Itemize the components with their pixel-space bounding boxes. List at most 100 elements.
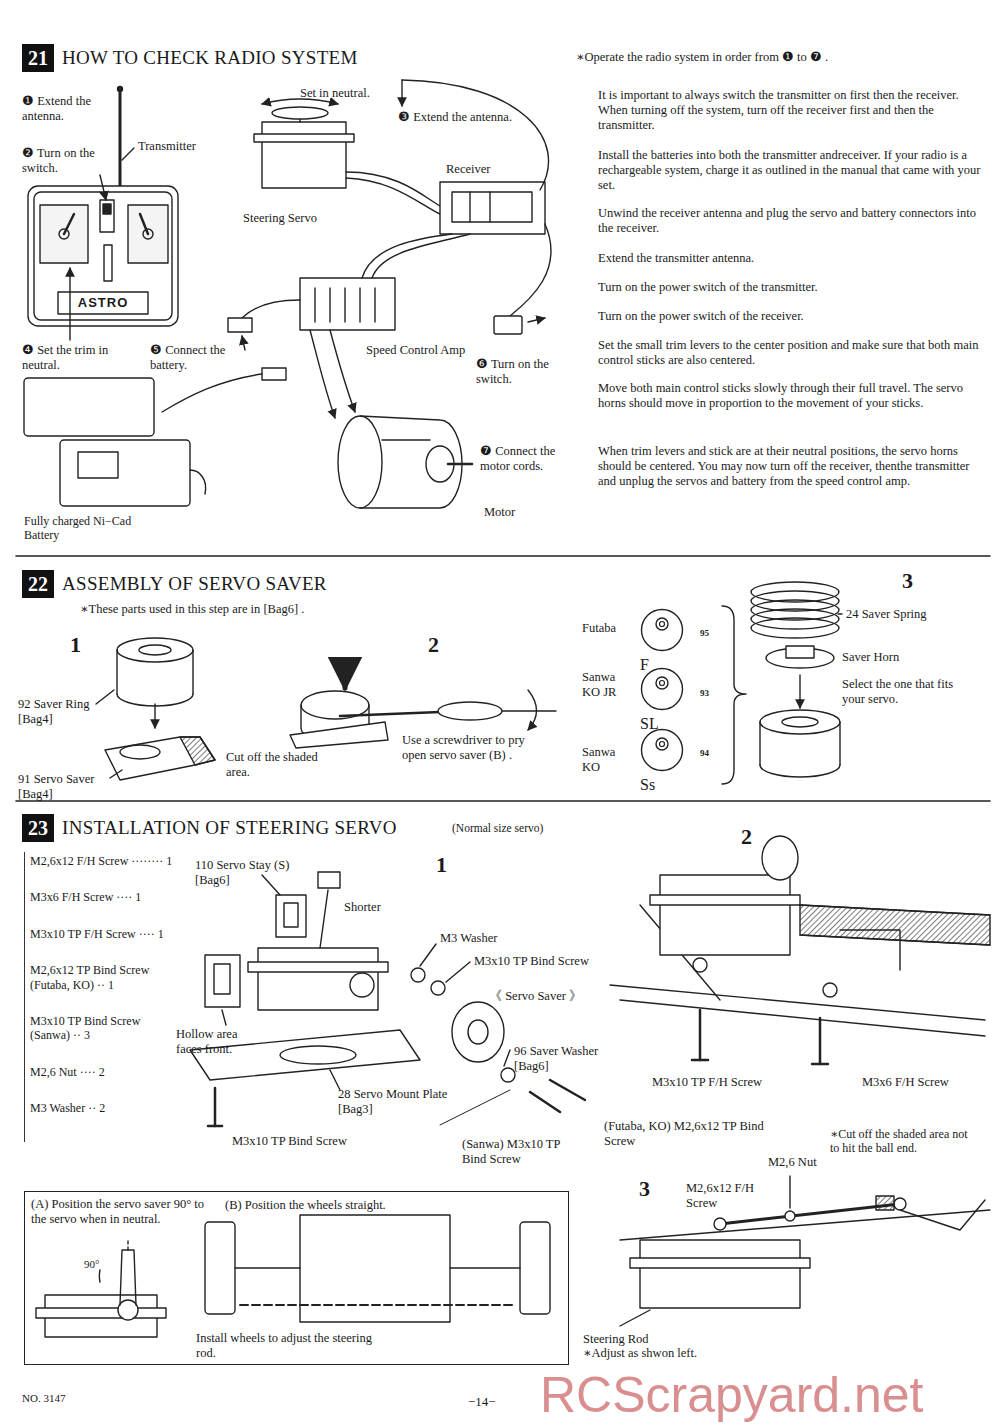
line-art <box>751 600 839 620</box>
step-number: 21 <box>22 44 54 72</box>
line-art <box>823 983 837 997</box>
paragraph: It is important to always switch the tra… <box>598 88 983 132</box>
line-art <box>760 765 840 777</box>
line-art <box>501 1068 515 1082</box>
line-art <box>222 1010 226 1025</box>
line-art <box>620 1000 985 1036</box>
line-art <box>785 1211 795 1221</box>
line-art <box>242 336 245 350</box>
note: ∗These parts used in this step are in [B… <box>80 602 460 617</box>
step-label: ❹ Set the trim in neutral. <box>22 343 132 373</box>
line-art <box>528 318 545 322</box>
part-label: 91 Servo Saver [Bag4] <box>18 772 108 802</box>
line-art <box>228 318 252 332</box>
line-art <box>64 214 74 234</box>
line-art <box>116 650 117 694</box>
line-art <box>190 470 206 494</box>
part-label: 24 Saver Spring <box>846 607 976 622</box>
line-art <box>36 1308 166 1318</box>
line-art <box>120 1250 136 1305</box>
battery-drawing <box>24 378 206 506</box>
part-label: M2,6x12 F/H Screw <box>686 1181 776 1211</box>
part-entry: M3 Washer ·· 2 <box>30 1101 182 1115</box>
line-art <box>620 1310 650 1326</box>
step-label: ❺ Connect the battery. <box>150 343 250 373</box>
step-label: ❶ Extend the antenna. <box>22 94 114 124</box>
line-art <box>382 439 430 440</box>
paragraph: Extend the transmitter antenna. <box>598 251 983 266</box>
callout-number: 3 <box>902 570 922 592</box>
brand-label: Futaba <box>582 621 637 636</box>
part-label: 92 Saver Ring [Bag4] <box>18 697 93 727</box>
servo-type-circle: SL <box>640 667 684 733</box>
part-label: M3x10 TP F/H Screw <box>652 1075 792 1090</box>
line-art <box>751 591 839 611</box>
line-art <box>630 1258 810 1268</box>
line-art <box>510 224 551 316</box>
step-label: ❸ Extend the antenna. <box>398 110 568 125</box>
line-art <box>314 288 315 322</box>
line-art <box>340 712 440 716</box>
line-art <box>118 1300 138 1320</box>
line-art <box>420 944 436 966</box>
line-art <box>139 645 171 655</box>
paragraph: When trim levers and stick are at their … <box>598 444 983 488</box>
line-art <box>276 895 306 937</box>
line-art <box>440 182 545 234</box>
line-art <box>450 1267 520 1268</box>
line-art <box>640 728 684 772</box>
paragraph: Set the small trim levers to the center … <box>598 338 983 368</box>
note: ∗Adjust as shwon left. <box>583 1346 743 1361</box>
line-art <box>350 973 374 997</box>
line-art <box>258 948 378 1010</box>
brand-label: Sanwa KO JR <box>582 670 630 700</box>
line-art <box>431 981 445 995</box>
motor-drawing <box>338 416 472 508</box>
line-art <box>240 1304 515 1306</box>
alignment-drawing <box>36 1215 550 1337</box>
part-entry: M3x6 F/H Screw ···· 1 <box>30 890 182 904</box>
section-rules <box>16 556 990 801</box>
line-art <box>782 717 818 727</box>
line-art <box>310 330 335 418</box>
line-art <box>759 722 760 765</box>
line-art <box>751 618 839 638</box>
step-heading: 21HOW TO CHECK RADIO SYSTEM <box>22 44 358 72</box>
line-art <box>720 1204 900 1224</box>
instruction-text: (B) Position the wheels straight. <box>225 1198 555 1213</box>
part-entry: M2,6 Nut ···· 2 <box>30 1065 182 1079</box>
line-art <box>762 836 798 880</box>
line-art <box>330 330 355 412</box>
line-art <box>692 1059 708 1062</box>
brand-label: Sanwa KO <box>582 745 630 775</box>
line-art <box>452 1002 504 1062</box>
line-art <box>96 690 114 704</box>
callout-number: 1 <box>70 634 90 656</box>
line-art <box>284 903 298 927</box>
callout-number: 2 <box>428 634 448 656</box>
part-label: M3x10 TP Bind Screw <box>232 1134 382 1149</box>
line-art <box>99 1270 101 1282</box>
line-art <box>127 1240 128 1250</box>
line-art <box>208 1125 222 1128</box>
note: Shorter <box>344 900 404 915</box>
watermark: RCScrapyard.net <box>540 1370 990 1420</box>
line-art <box>60 440 190 506</box>
line-art <box>402 80 549 190</box>
line-art <box>360 416 462 508</box>
parts-list: M2,6x12 F/H Screw ········ 1M3x6 F/H Scr… <box>24 852 182 1142</box>
line-art <box>372 234 470 278</box>
line-art <box>894 1198 906 1210</box>
line-art <box>642 610 683 651</box>
line-art <box>34 192 172 320</box>
line-art <box>494 316 522 334</box>
note: Cut off the shaded area. <box>226 750 326 780</box>
speed-control-drawing <box>162 234 470 418</box>
note: Install wheels to adjust the steering ro… <box>196 1331 376 1361</box>
paragraph: Install the batteries into both the tran… <box>598 148 983 192</box>
line-art <box>640 1240 800 1308</box>
callout-number: 2 <box>741 826 761 848</box>
part-label: M3x6 F/H Screw <box>862 1075 982 1090</box>
line-art <box>751 582 839 602</box>
line-art <box>812 1063 828 1066</box>
